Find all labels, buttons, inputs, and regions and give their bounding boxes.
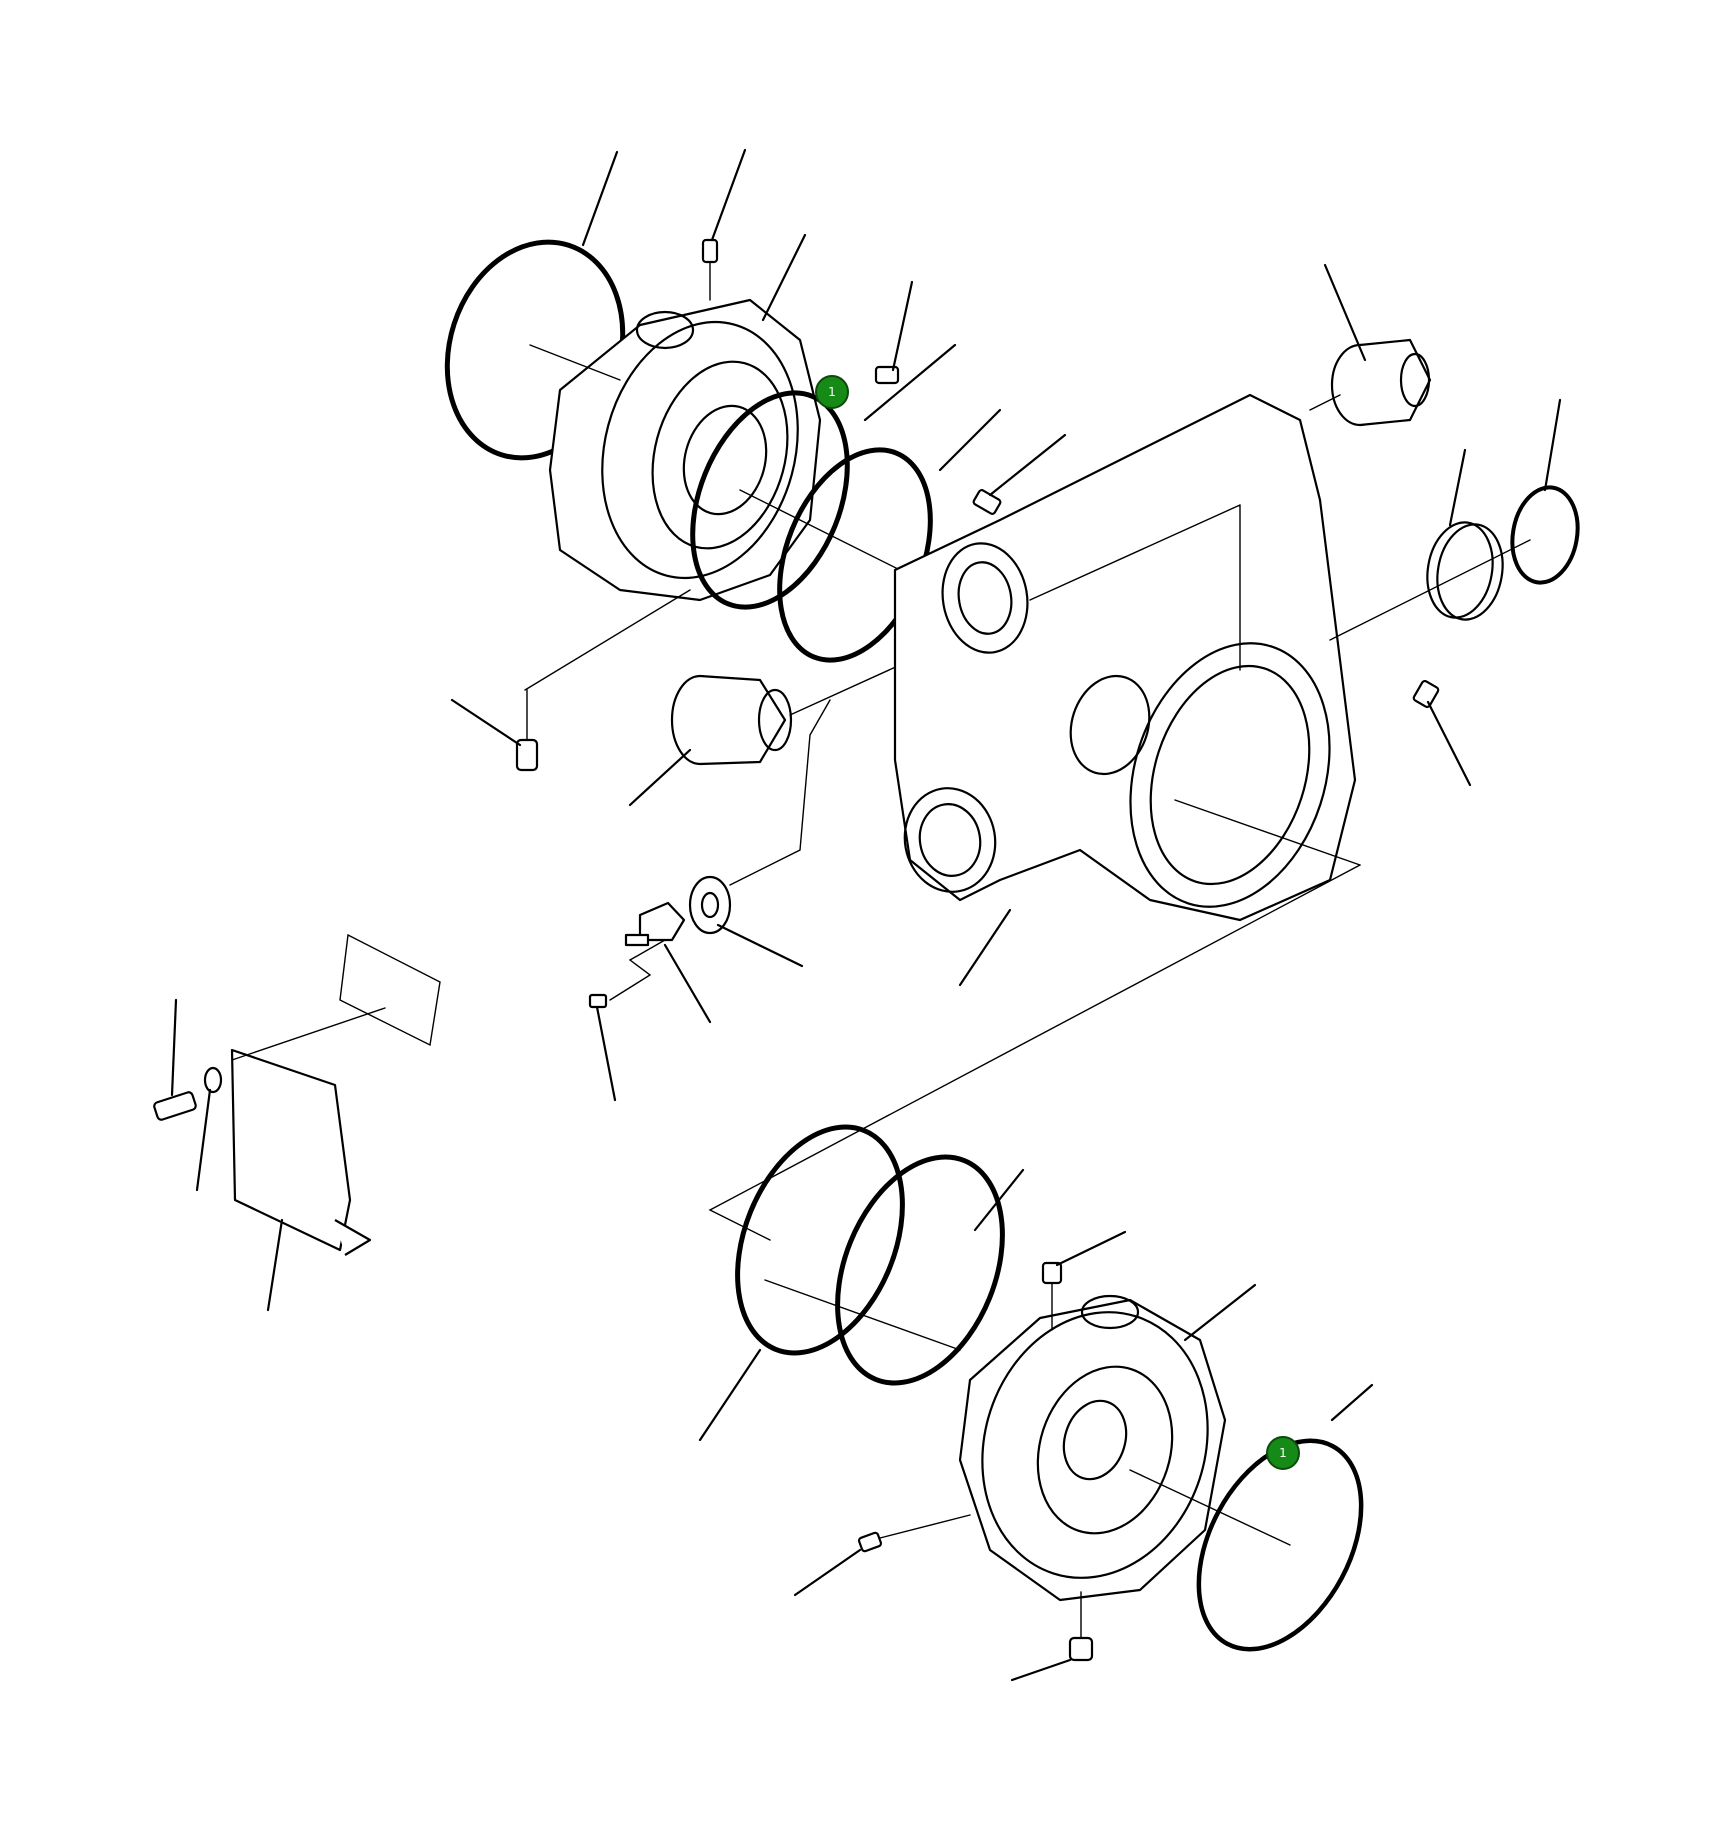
sensor-group bbox=[588, 699, 831, 1102]
callout-hotspot-lower[interactable]: 1 bbox=[1266, 1436, 1300, 1470]
bracket-assembly bbox=[153, 933, 441, 1312]
bottom-o-ring bbox=[1129, 1383, 1374, 1652]
lower-left-bolt bbox=[450, 689, 539, 772]
central-axle-housing bbox=[708, 393, 1361, 1241]
lower-fittings bbox=[793, 1230, 1127, 1682]
right-bushing bbox=[1309, 263, 1432, 427]
lower-rings bbox=[698, 1124, 1025, 1442]
upper-rings bbox=[690, 343, 1002, 663]
upper-left-housing bbox=[524, 233, 822, 691]
callout-hotspot-upper[interactable]: 1 bbox=[815, 375, 849, 409]
lower-housing bbox=[958, 1283, 1257, 1602]
small-fittings-top bbox=[701, 148, 1067, 515]
right-cap-and-snap-ring bbox=[1329, 398, 1580, 641]
right-fitting bbox=[1412, 679, 1472, 787]
left-bushing bbox=[628, 664, 901, 807]
